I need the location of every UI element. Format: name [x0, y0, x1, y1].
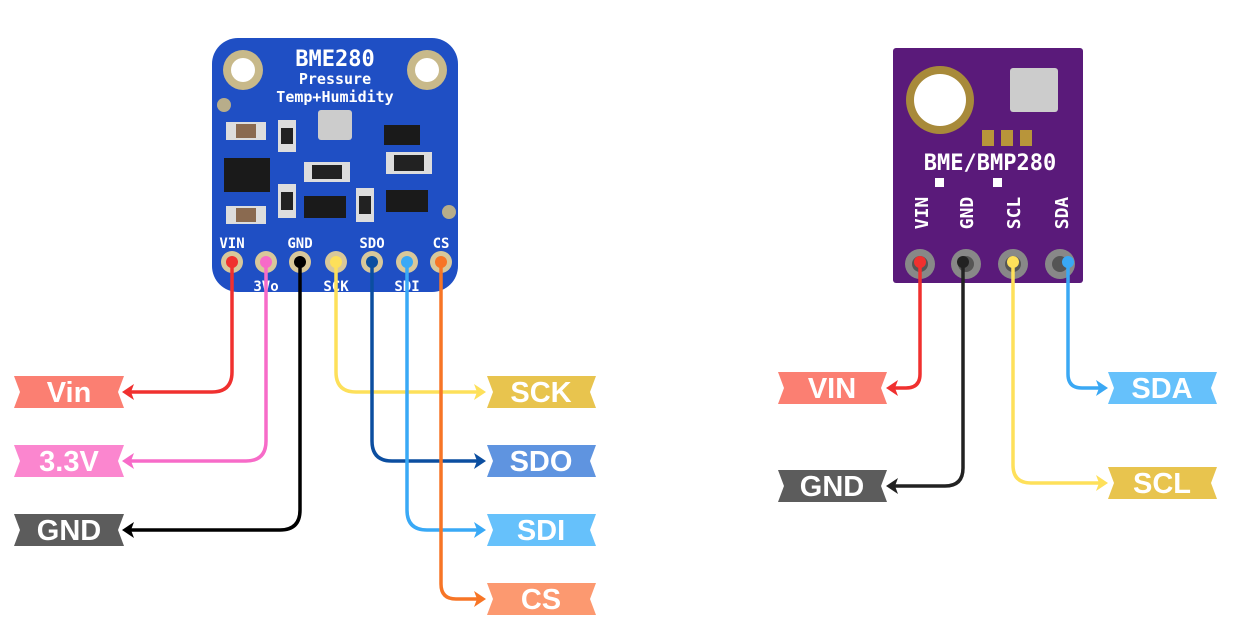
arrow-icon: [474, 384, 486, 400]
wire-sda: [1062, 256, 1108, 396]
label-3v3: 3.3V: [14, 445, 124, 478]
wire-cs: [435, 256, 486, 607]
arrow-icon: [886, 478, 898, 494]
arrow-icon: [122, 522, 134, 538]
label-vin: Vin: [14, 376, 124, 409]
label-sdi: SDI: [487, 514, 596, 547]
svg-text:CS: CS: [521, 584, 561, 616]
pin-label-scl: SCL: [1004, 197, 1025, 230]
bme280-breakout-board: BME280 Pressure Temp+Humidity VIN GND SD…: [212, 38, 458, 295]
label-cs: CS: [487, 583, 596, 616]
pin-label-sdo: SDO: [359, 236, 384, 252]
wire-vin: [886, 256, 926, 396]
wire-gnd: [886, 256, 969, 494]
pin-label-sda: SDA: [1052, 197, 1073, 230]
arrow-icon: [1096, 380, 1108, 396]
svg-text:3.3V: 3.3V: [39, 446, 99, 478]
arrow-icon: [122, 384, 134, 400]
svg-text:VIN: VIN: [808, 373, 856, 405]
label-vin: VIN: [778, 372, 887, 405]
wire-sdo: [366, 256, 486, 469]
board-subtitle: Pressure: [299, 70, 371, 88]
arrow-icon: [1096, 475, 1108, 491]
svg-text:SDO: SDO: [510, 446, 573, 478]
sensor-chip: [1010, 68, 1058, 112]
svg-text:SCK: SCK: [510, 377, 571, 409]
label-sck: SCK: [487, 376, 596, 409]
wire-scl: [1007, 256, 1108, 491]
pin-label-gnd: GND: [287, 236, 312, 252]
board-title: BME/BMP280: [924, 151, 1056, 176]
arrow-icon: [474, 591, 486, 607]
pin-label-cs: CS: [433, 236, 450, 252]
pin-label-vin: VIN: [219, 236, 244, 252]
label-gnd: GND: [778, 470, 887, 503]
svg-text:SDA: SDA: [1131, 373, 1192, 405]
svg-text:GND: GND: [800, 471, 864, 503]
arrow-icon: [886, 380, 898, 396]
arrow-icon: [474, 453, 486, 469]
wire-gnd: [122, 256, 306, 538]
label-sdo: SDO: [487, 445, 596, 478]
board-title: BME280: [295, 47, 374, 72]
wire-vin: [122, 256, 238, 400]
wire-sdi: [401, 256, 486, 538]
arrow-icon: [122, 453, 134, 469]
svg-text:Vin: Vin: [47, 377, 92, 409]
svg-text:SDI: SDI: [517, 515, 565, 547]
arrow-icon: [474, 522, 486, 538]
wire-3v3: [122, 256, 272, 469]
label-gnd: GND: [14, 514, 124, 547]
svg-text:SCL: SCL: [1133, 468, 1191, 500]
sensor-chip: [318, 110, 352, 140]
wire-sck: [330, 256, 486, 400]
pin-label-vin: VIN: [912, 197, 933, 230]
pin-label-gnd: GND: [957, 197, 978, 230]
label-sda: SDA: [1108, 372, 1217, 405]
bme-bmp280-board: BME/BMP280 VIN GND SCL SDA: [893, 48, 1083, 283]
label-scl: SCL: [1108, 467, 1217, 500]
board-subtitle: Temp+Humidity: [276, 88, 393, 106]
svg-text:GND: GND: [37, 515, 101, 547]
